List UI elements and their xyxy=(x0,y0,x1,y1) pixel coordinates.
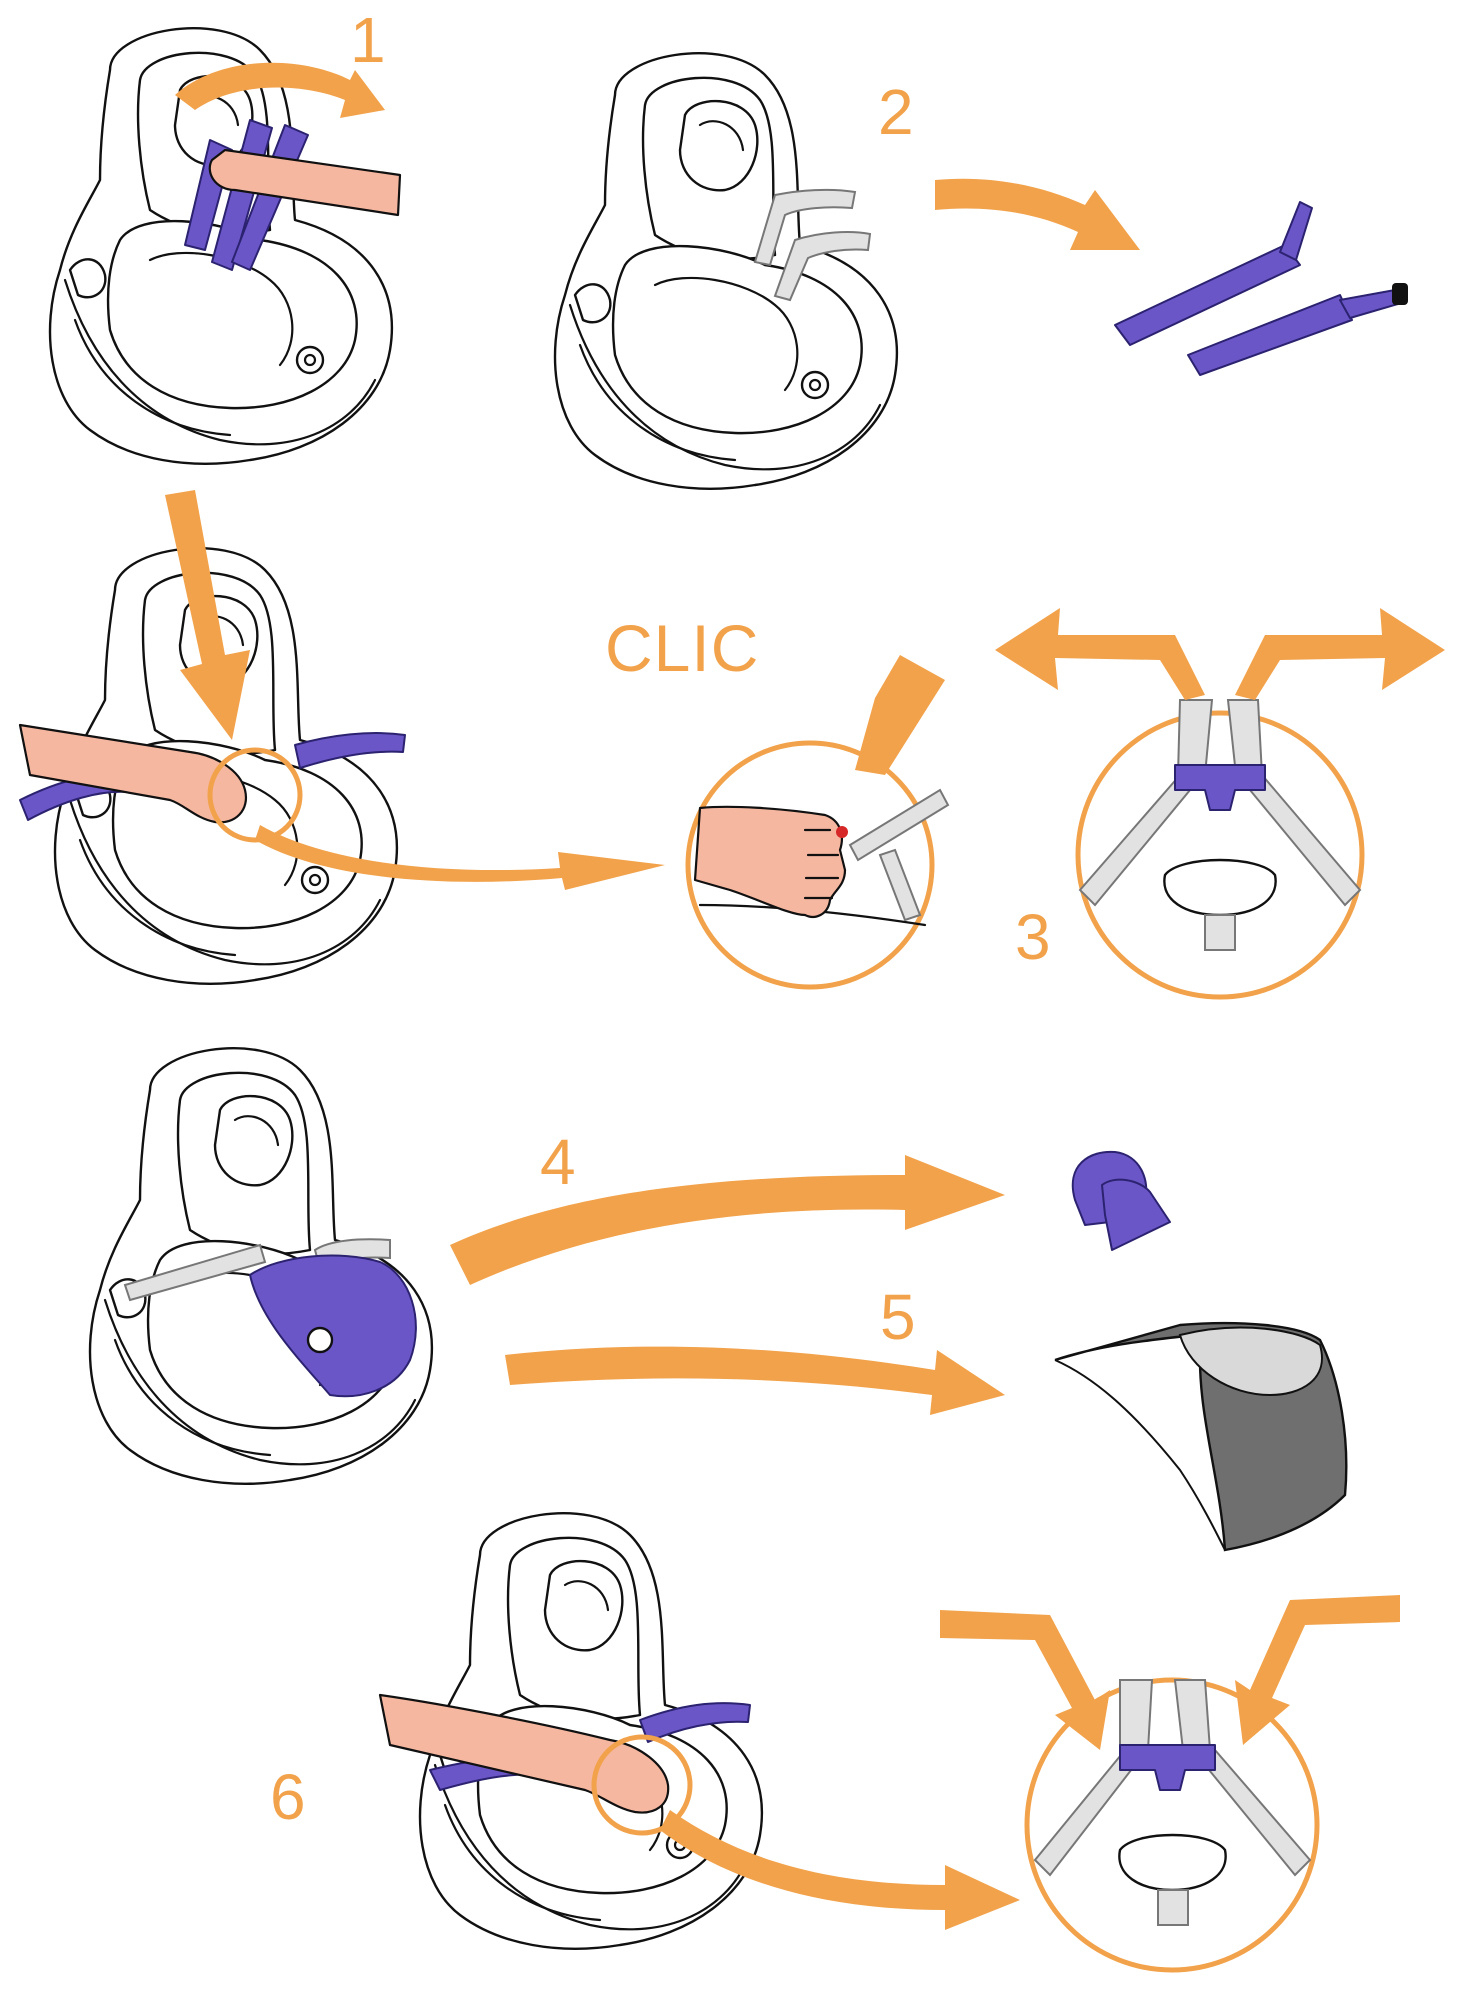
step1-hand xyxy=(208,148,402,217)
step-number-6: 6 xyxy=(270,1761,306,1833)
step6-zoom-arrow xyxy=(660,1810,1020,1930)
step5-arrow xyxy=(505,1346,1005,1415)
step3-down-arrow xyxy=(165,490,250,740)
strap-end-clip xyxy=(1392,283,1408,305)
step-number-3: 3 xyxy=(1015,901,1051,973)
step1-curved-arrow xyxy=(175,62,385,118)
headrest-pad xyxy=(1071,1150,1171,1251)
step2-seat xyxy=(553,51,899,490)
harness-detail-release xyxy=(995,608,1445,1000)
clic-zoom-detail xyxy=(685,655,950,990)
step2-arrow xyxy=(935,178,1140,250)
crotch-pad xyxy=(1054,1321,1348,1552)
step-number-4: 4 xyxy=(540,1126,576,1198)
clic-point xyxy=(836,826,848,838)
step6-seat xyxy=(378,1511,764,1950)
step3-zoom-arrow xyxy=(255,825,665,890)
step-number-5: 5 xyxy=(880,1281,916,1353)
step-number-1: 1 xyxy=(350,4,386,76)
clic-label: CLIC xyxy=(605,611,760,685)
removed-straps xyxy=(1114,201,1408,376)
step45-seat xyxy=(88,1046,434,1485)
step4-arrow xyxy=(450,1155,1005,1285)
harness-detail-fasten xyxy=(940,1595,1400,1973)
step1-seat xyxy=(48,26,402,465)
step-number-2: 2 xyxy=(878,76,914,148)
